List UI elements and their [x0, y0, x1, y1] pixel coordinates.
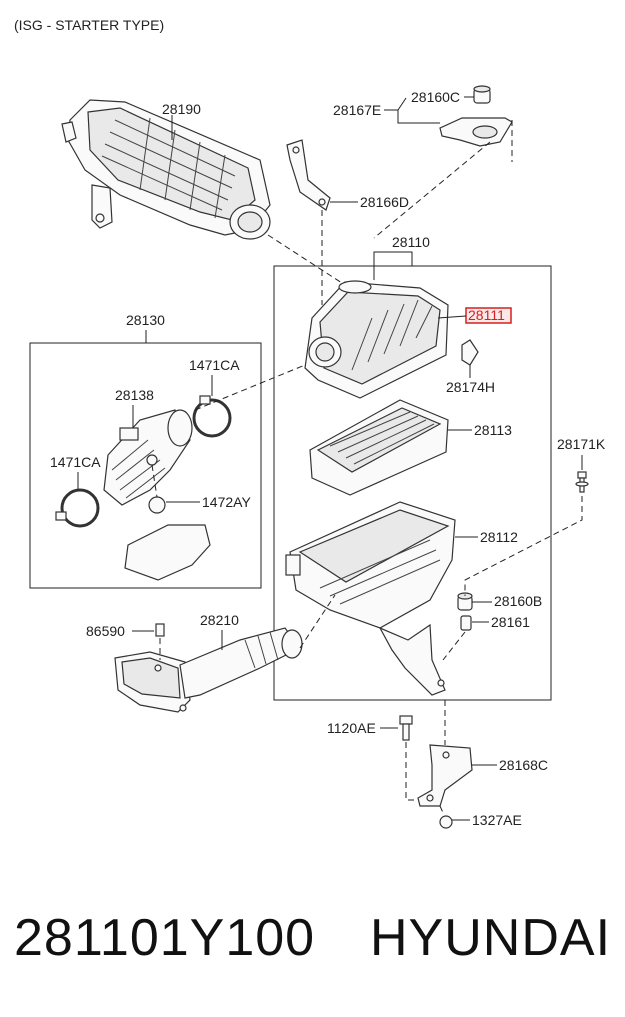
label-28110: 28110: [392, 234, 430, 250]
part-1120AE-bolt: [399, 715, 413, 741]
label-28190: 28190: [162, 101, 201, 117]
footer: 281101Y100 HYUNDAI: [0, 880, 625, 1017]
label-1471CA-upper: 1471CA: [189, 357, 240, 373]
part-28113-filter-element: [309, 399, 449, 496]
label-28160C: 28160C: [411, 89, 460, 105]
part-28167E-bracket: [439, 85, 513, 147]
label-1472AY: 1472AY: [202, 494, 251, 510]
label-1327AE: 1327AE: [472, 812, 522, 828]
part-28112-air-cleaner-body: [285, 501, 456, 696]
part-hose-cover: [124, 524, 211, 581]
diagram-header-note: (ISG - STARTER TYPE): [14, 17, 165, 33]
part-28138-intake-hose: [103, 409, 193, 506]
part-28168C-bracket: [417, 744, 473, 807]
highlight-28111: [465, 307, 512, 324]
part-28174H-clip: [461, 339, 479, 366]
part-86590-clip: [155, 623, 165, 637]
label-28174H: 28174H: [446, 379, 495, 395]
part-1472AY-clip: [148, 496, 166, 514]
label-1120AE: 1120AE: [327, 720, 376, 736]
label-28130: 28130: [126, 312, 165, 328]
part-number: 281101Y100: [14, 909, 316, 967]
label-28111: 28111: [468, 307, 505, 323]
label-1471CA-lower: 1471CA: [50, 454, 101, 470]
part-28160B-grommet: [457, 592, 473, 611]
label-28168C: 28168C: [499, 757, 548, 773]
part-28166D-bracket: [286, 139, 331, 211]
part-1471CA-clamp-upper: [192, 395, 232, 438]
label-28171K: 28171K: [557, 436, 606, 452]
brand-name: HYUNDAI: [370, 909, 612, 967]
parts-diagram: 28190 28160C 28167E 28166D 28110 28111: [29, 85, 606, 829]
part-28111-air-cleaner-cover: [304, 280, 449, 399]
label-28166D: 28166D: [360, 194, 409, 210]
part-1327AE-nut: [439, 815, 453, 829]
label-28138: 28138: [115, 387, 154, 403]
label-28210: 28210: [200, 612, 239, 628]
part-28171K-bolt: [575, 471, 589, 493]
label-28167E: 28167E: [333, 102, 381, 118]
label-28160B: 28160B: [494, 593, 542, 609]
label-86590: 86590: [86, 623, 125, 639]
label-28112: 28112: [480, 529, 518, 545]
part-28190-resonator: [61, 99, 271, 240]
label-28113: 28113: [474, 422, 512, 438]
part-28161-bushing: [460, 615, 472, 631]
part-1471CA-clamp-lower: [55, 488, 100, 528]
part-28210-air-duct: [114, 627, 303, 713]
label-28161: 28161: [491, 614, 530, 630]
